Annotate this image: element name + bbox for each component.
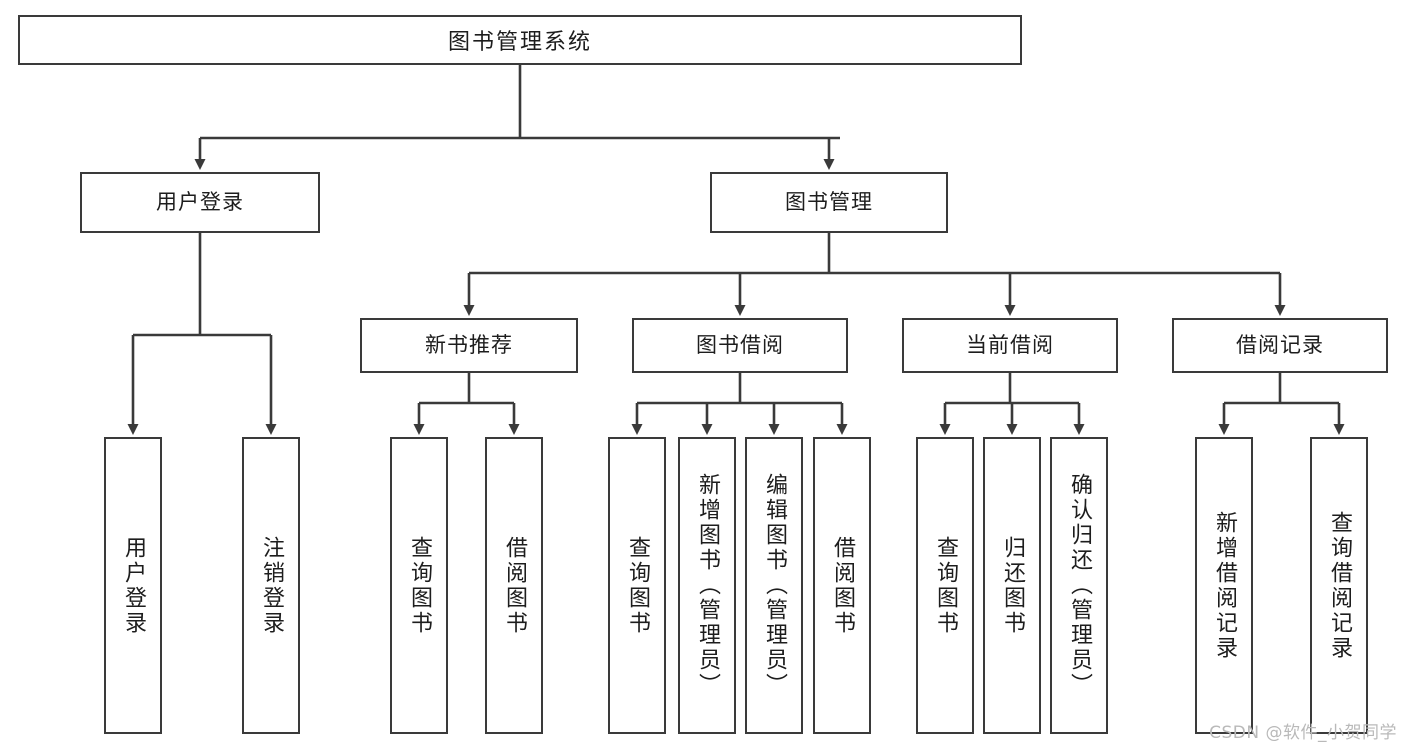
watermark: CSDN @软件_小贺同学 xyxy=(1209,723,1397,743)
leaf-label: 查询图书 xyxy=(932,535,958,636)
node-root-system[interactable]: 图书管理系统 xyxy=(18,15,1022,65)
node-leaf-logout[interactable]: 注销登录 xyxy=(242,437,300,734)
node-leaf-user-login[interactable]: 用户登录 xyxy=(104,437,162,734)
node-leaf-query-book-recommend[interactable]: 查询图书 xyxy=(390,437,448,734)
node-current-borrow[interactable]: 当前借阅 xyxy=(902,318,1118,373)
leaf-label: 查询图书 xyxy=(624,535,650,636)
leaf-label: 新增图书（管理员） xyxy=(694,473,720,698)
node-user-login[interactable]: 用户登录 xyxy=(80,172,320,233)
leaf-label: 查询图书 xyxy=(406,535,432,636)
node-leaf-borrow-book-recommend[interactable]: 借阅图书 xyxy=(485,437,543,734)
node-leaf-query-book-borrow[interactable]: 查询图书 xyxy=(608,437,666,734)
leaf-label: 归还图书 xyxy=(999,535,1025,636)
leaf-label: 新增借阅记录 xyxy=(1211,510,1237,661)
node-borrow-record[interactable]: 借阅记录 xyxy=(1172,318,1388,373)
leaf-label: 注销登录 xyxy=(258,535,284,636)
leaf-label: 借阅图书 xyxy=(829,535,855,636)
node-book-management[interactable]: 图书管理 xyxy=(710,172,948,233)
node-new-book-recommend[interactable]: 新书推荐 xyxy=(360,318,578,373)
node-leaf-confirm-return-admin[interactable]: 确认归还（管理员） xyxy=(1050,437,1108,734)
leaf-label: 用户登录 xyxy=(120,535,146,636)
leaf-label: 借阅图书 xyxy=(501,535,527,636)
node-leaf-add-borrow-record[interactable]: 新增借阅记录 xyxy=(1195,437,1253,734)
node-leaf-query-book-current[interactable]: 查询图书 xyxy=(916,437,974,734)
node-leaf-add-book-admin[interactable]: 新增图书（管理员） xyxy=(678,437,736,734)
node-book-borrow[interactable]: 图书借阅 xyxy=(632,318,848,373)
node-leaf-edit-book-admin[interactable]: 编辑图书（管理员） xyxy=(745,437,803,734)
leaf-label: 编辑图书（管理员） xyxy=(761,473,787,698)
node-leaf-return-book[interactable]: 归还图书 xyxy=(983,437,1041,734)
node-leaf-borrow-book[interactable]: 借阅图书 xyxy=(813,437,871,734)
leaf-label: 确认归还（管理员） xyxy=(1066,473,1092,698)
leaf-label: 查询借阅记录 xyxy=(1326,510,1352,661)
node-leaf-query-borrow-record[interactable]: 查询借阅记录 xyxy=(1310,437,1368,734)
